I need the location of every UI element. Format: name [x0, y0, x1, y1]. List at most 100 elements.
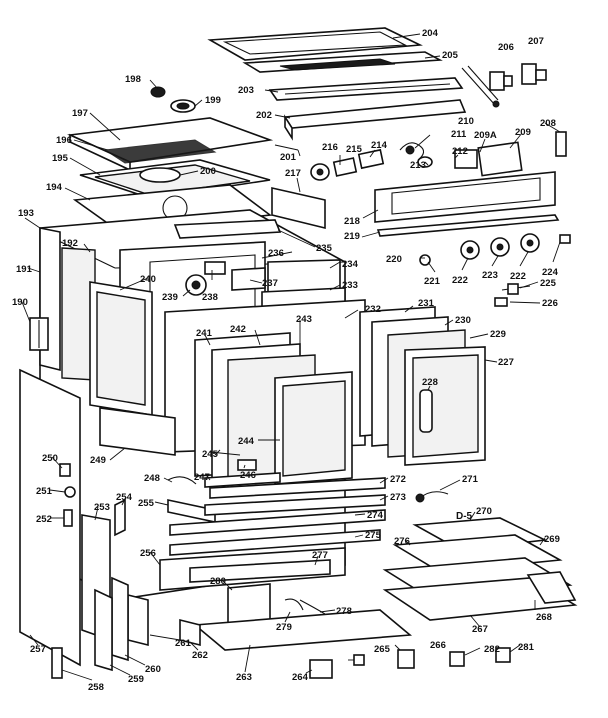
drawer-277: [189, 559, 331, 583]
burner-cap-198: [150, 86, 166, 98]
label-249: 249: [90, 455, 106, 466]
panel-259: [94, 588, 113, 672]
valve-215: [332, 157, 358, 177]
panel-260: [111, 576, 129, 662]
label-239: 239: [162, 292, 178, 303]
label-222: 222: [452, 275, 468, 286]
channel-272: [209, 477, 386, 499]
label-197: 197: [72, 108, 88, 119]
label-235: 235: [316, 243, 333, 254]
label-273: 273: [390, 492, 406, 503]
label-193: 193: [18, 208, 34, 219]
label-282: 282: [484, 644, 500, 655]
label-217: 217: [285, 168, 301, 179]
trim-219: [376, 214, 560, 237]
backguard-203: [268, 77, 464, 101]
bracket-238: [204, 261, 226, 275]
label-208: 208: [540, 118, 556, 129]
label-229: 229: [490, 329, 506, 340]
label-269: 269: [544, 534, 560, 545]
wire-279: [284, 598, 304, 611]
label-196: 196: [56, 135, 72, 146]
bracket-251: [64, 486, 76, 498]
label-190: 190: [12, 297, 28, 308]
label-243: 243: [296, 314, 312, 325]
burner-box-196: [103, 139, 217, 164]
label-250: 250: [42, 453, 58, 464]
label-230: 230: [455, 315, 471, 326]
knob-221: [419, 254, 431, 266]
wire-271: [415, 491, 449, 503]
label-220: 220: [386, 254, 402, 265]
part-labels: 204 205 206 207 198 199 203 202 197 196 …: [12, 28, 560, 693]
floor-249: [99, 407, 176, 456]
thermostat-211: [399, 142, 425, 161]
label-211: 211: [451, 129, 467, 140]
valve-206: [489, 71, 513, 91]
knob-222b: [520, 233, 540, 253]
label-236: 236: [268, 248, 284, 259]
switch-281: [495, 647, 511, 663]
label-201: 201: [280, 152, 297, 163]
label-248: 248: [144, 473, 160, 484]
door-outer-227: [404, 346, 486, 466]
label-205: 205: [442, 50, 459, 61]
burner-head-199: [170, 99, 196, 113]
label-270: 270: [476, 506, 492, 517]
switch-282: [449, 651, 465, 667]
liner-234: [267, 259, 341, 293]
label-263: 263: [236, 672, 252, 683]
label-266: 266: [430, 640, 446, 651]
label-244: 244: [238, 436, 255, 447]
label-268: 268: [536, 612, 552, 623]
control-panel-202: [283, 99, 467, 141]
label-258: 258: [88, 682, 104, 693]
label-261: 261: [175, 638, 192, 649]
pan-268: [526, 571, 577, 604]
channel-274: [169, 509, 386, 536]
label-274: 274: [367, 510, 384, 521]
door-seal-245: [209, 451, 241, 456]
oven-door-240: [89, 281, 153, 416]
label-210: 210: [458, 116, 474, 127]
valve-207: [521, 63, 547, 85]
igniter-210: [461, 65, 500, 108]
label-233: 233: [342, 280, 358, 291]
panel-261: [127, 593, 149, 647]
label-191: 191: [16, 264, 33, 275]
manifold-panel-217: [271, 186, 326, 230]
leveling-252: [63, 509, 73, 527]
cooktop-glass-204: [207, 27, 423, 61]
label-256: 256: [140, 548, 156, 559]
label-194: 194: [46, 182, 63, 193]
label-267: 267: [472, 624, 488, 635]
label-280: 280: [210, 576, 226, 587]
label-221: 221: [424, 276, 441, 287]
label-192: 192: [62, 238, 78, 249]
door-hinge-246: [237, 459, 257, 471]
knob-224: [559, 234, 571, 244]
label-225: 225: [540, 278, 557, 289]
label-212: 212: [452, 146, 468, 157]
label-245: 245: [202, 449, 219, 460]
label-206: 206: [498, 42, 514, 53]
kick-panel-263: [192, 609, 413, 651]
trim-201: [274, 144, 299, 151]
bracket-254: [114, 498, 126, 537]
label-265: 265: [374, 644, 391, 655]
label-214: 214: [371, 140, 388, 151]
label-262: 262: [192, 650, 208, 661]
bracket-250: [59, 463, 71, 477]
label-219: 219: [344, 231, 360, 242]
label-209a: 209A: [474, 130, 497, 141]
label-216: 216: [322, 142, 338, 153]
label-264: 264: [292, 672, 309, 683]
label-271: 271: [462, 474, 479, 485]
backguard-trim-205: [242, 51, 443, 73]
clamp-248: [167, 476, 197, 485]
hinge-190: [29, 317, 49, 351]
label-204: 204: [422, 28, 439, 39]
label-223: 223: [482, 270, 498, 281]
label-232: 232: [365, 304, 381, 315]
label-200: 200: [200, 166, 216, 177]
